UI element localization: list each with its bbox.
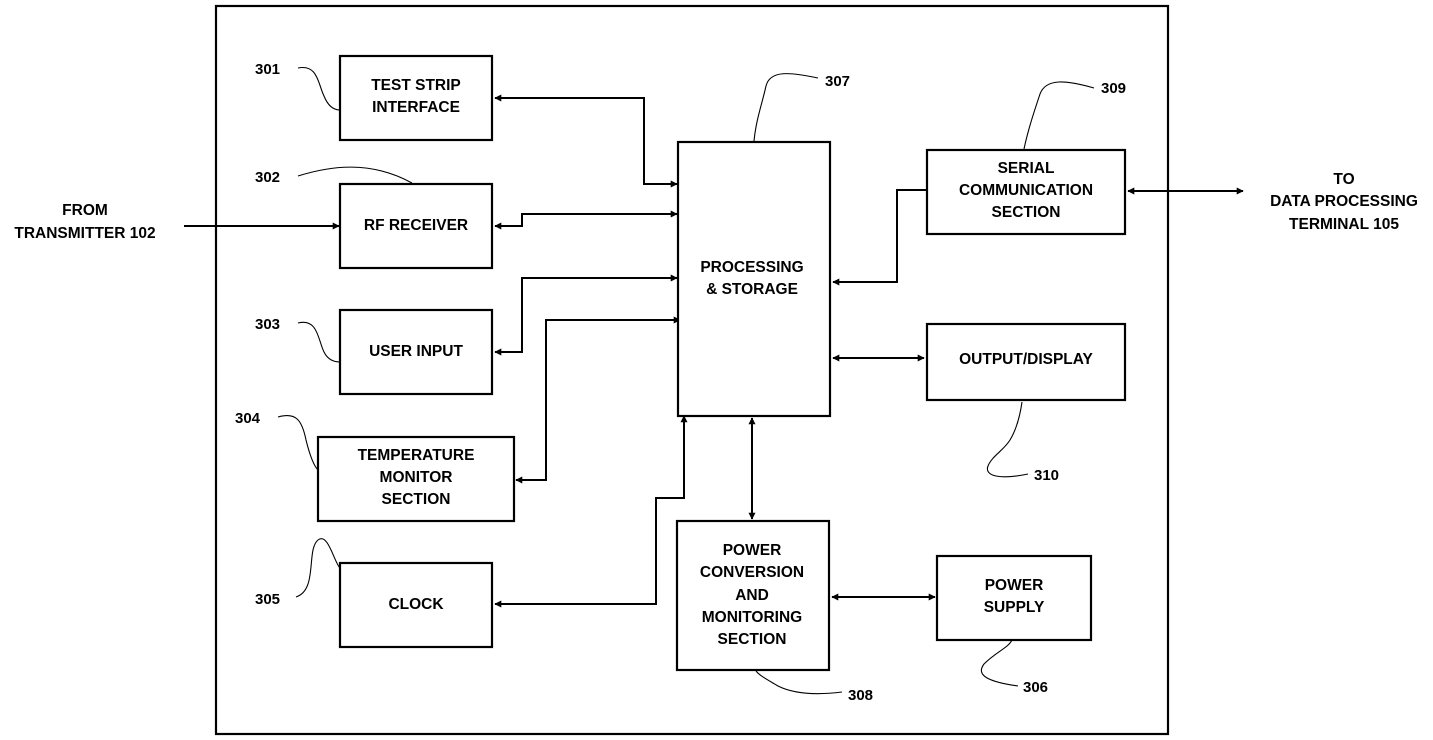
ref-309: 309 (1101, 80, 1126, 97)
output-display-block: OUTPUT/DISPLAY (927, 324, 1125, 400)
processing-label-line1: PROCESSING (700, 259, 803, 276)
test-strip-label-line1: TEST STRIP (371, 77, 461, 94)
rf-receiver-block: RF RECEIVER (340, 184, 492, 268)
ref-307: 307 (825, 73, 850, 90)
ref-306: 306 (1023, 679, 1048, 696)
wire-serial-processing (833, 190, 926, 282)
wire-temperature-processing (516, 320, 680, 480)
rf-receiver-label: RF RECEIVER (364, 217, 468, 234)
power-conversion-label-line3: AND (735, 587, 769, 604)
leader-301 (298, 67, 340, 110)
serial-communication-block: SERIAL COMMUNICATION SECTION (927, 150, 1125, 234)
leader-308 (756, 671, 842, 694)
leader-310 (987, 402, 1028, 477)
power-conversion-label-line5: SECTION (718, 631, 787, 648)
power-supply-block: POWER SUPPLY (937, 556, 1091, 640)
power-supply-label-line2: SUPPLY (984, 599, 1045, 616)
serial-label-line2: COMMUNICATION (959, 182, 1093, 199)
leader-304 (278, 416, 318, 470)
temperature-label-line3: SECTION (382, 491, 451, 508)
test-strip-interface-block: TEST STRIP INTERFACE (340, 56, 492, 140)
ref-302: 302 (255, 169, 280, 186)
from-label-line1: FROM (62, 202, 108, 219)
wire-user-input-processing (495, 278, 677, 352)
user-input-label: USER INPUT (369, 343, 463, 360)
to-label-line2: DATA PROCESSING (1270, 193, 1418, 210)
power-supply-label-line1: POWER (985, 577, 1044, 594)
output-label: OUTPUT/DISPLAY (959, 351, 1093, 368)
serial-label-line1: SERIAL (998, 160, 1055, 177)
power-conversion-label-line4: MONITORING (702, 609, 802, 626)
serial-label-line3: SECTION (992, 204, 1061, 221)
leader-306 (981, 640, 1018, 686)
processing-storage-block: PROCESSING & STORAGE (678, 142, 830, 416)
wire-rf-processing (495, 214, 677, 226)
temperature-label-line2: MONITOR (380, 469, 453, 486)
external-destination-label: TO DATA PROCESSING TERMINAL 105 (1270, 171, 1418, 233)
clock-label: CLOCK (388, 596, 444, 613)
clock-block: CLOCK (340, 563, 492, 647)
wire-test-strip-processing (495, 98, 677, 184)
leader-303 (298, 322, 340, 362)
power-conversion-label-line2: CONVERSION (700, 564, 804, 581)
wire-clock-processing (495, 416, 684, 604)
temperature-monitor-block: TEMPERATURE MONITOR SECTION (318, 437, 514, 521)
ref-304: 304 (235, 410, 261, 427)
user-input-block: USER INPUT (340, 310, 492, 394)
processing-label-line2: & STORAGE (706, 281, 798, 298)
to-label-line3: TERMINAL 105 (1289, 216, 1399, 233)
ref-305: 305 (255, 591, 280, 608)
to-label-line1: TO (1333, 171, 1354, 188)
leader-302 (298, 167, 412, 183)
temperature-label-line1: TEMPERATURE (358, 447, 475, 464)
from-label-line2: TRANSMITTER 102 (14, 225, 155, 242)
leader-309 (1024, 82, 1094, 149)
ref-310: 310 (1034, 467, 1059, 484)
leader-307 (754, 74, 818, 141)
external-source-label: FROM TRANSMITTER 102 (14, 202, 155, 242)
test-strip-label-line2: INTERFACE (372, 99, 460, 116)
ref-303: 303 (255, 316, 280, 333)
leader-305 (296, 539, 340, 597)
power-conversion-block: POWER CONVERSION AND MONITORING SECTION (677, 521, 829, 670)
ref-301: 301 (255, 61, 280, 78)
ref-308: 308 (848, 687, 873, 704)
power-conversion-label-line1: POWER (723, 542, 782, 559)
